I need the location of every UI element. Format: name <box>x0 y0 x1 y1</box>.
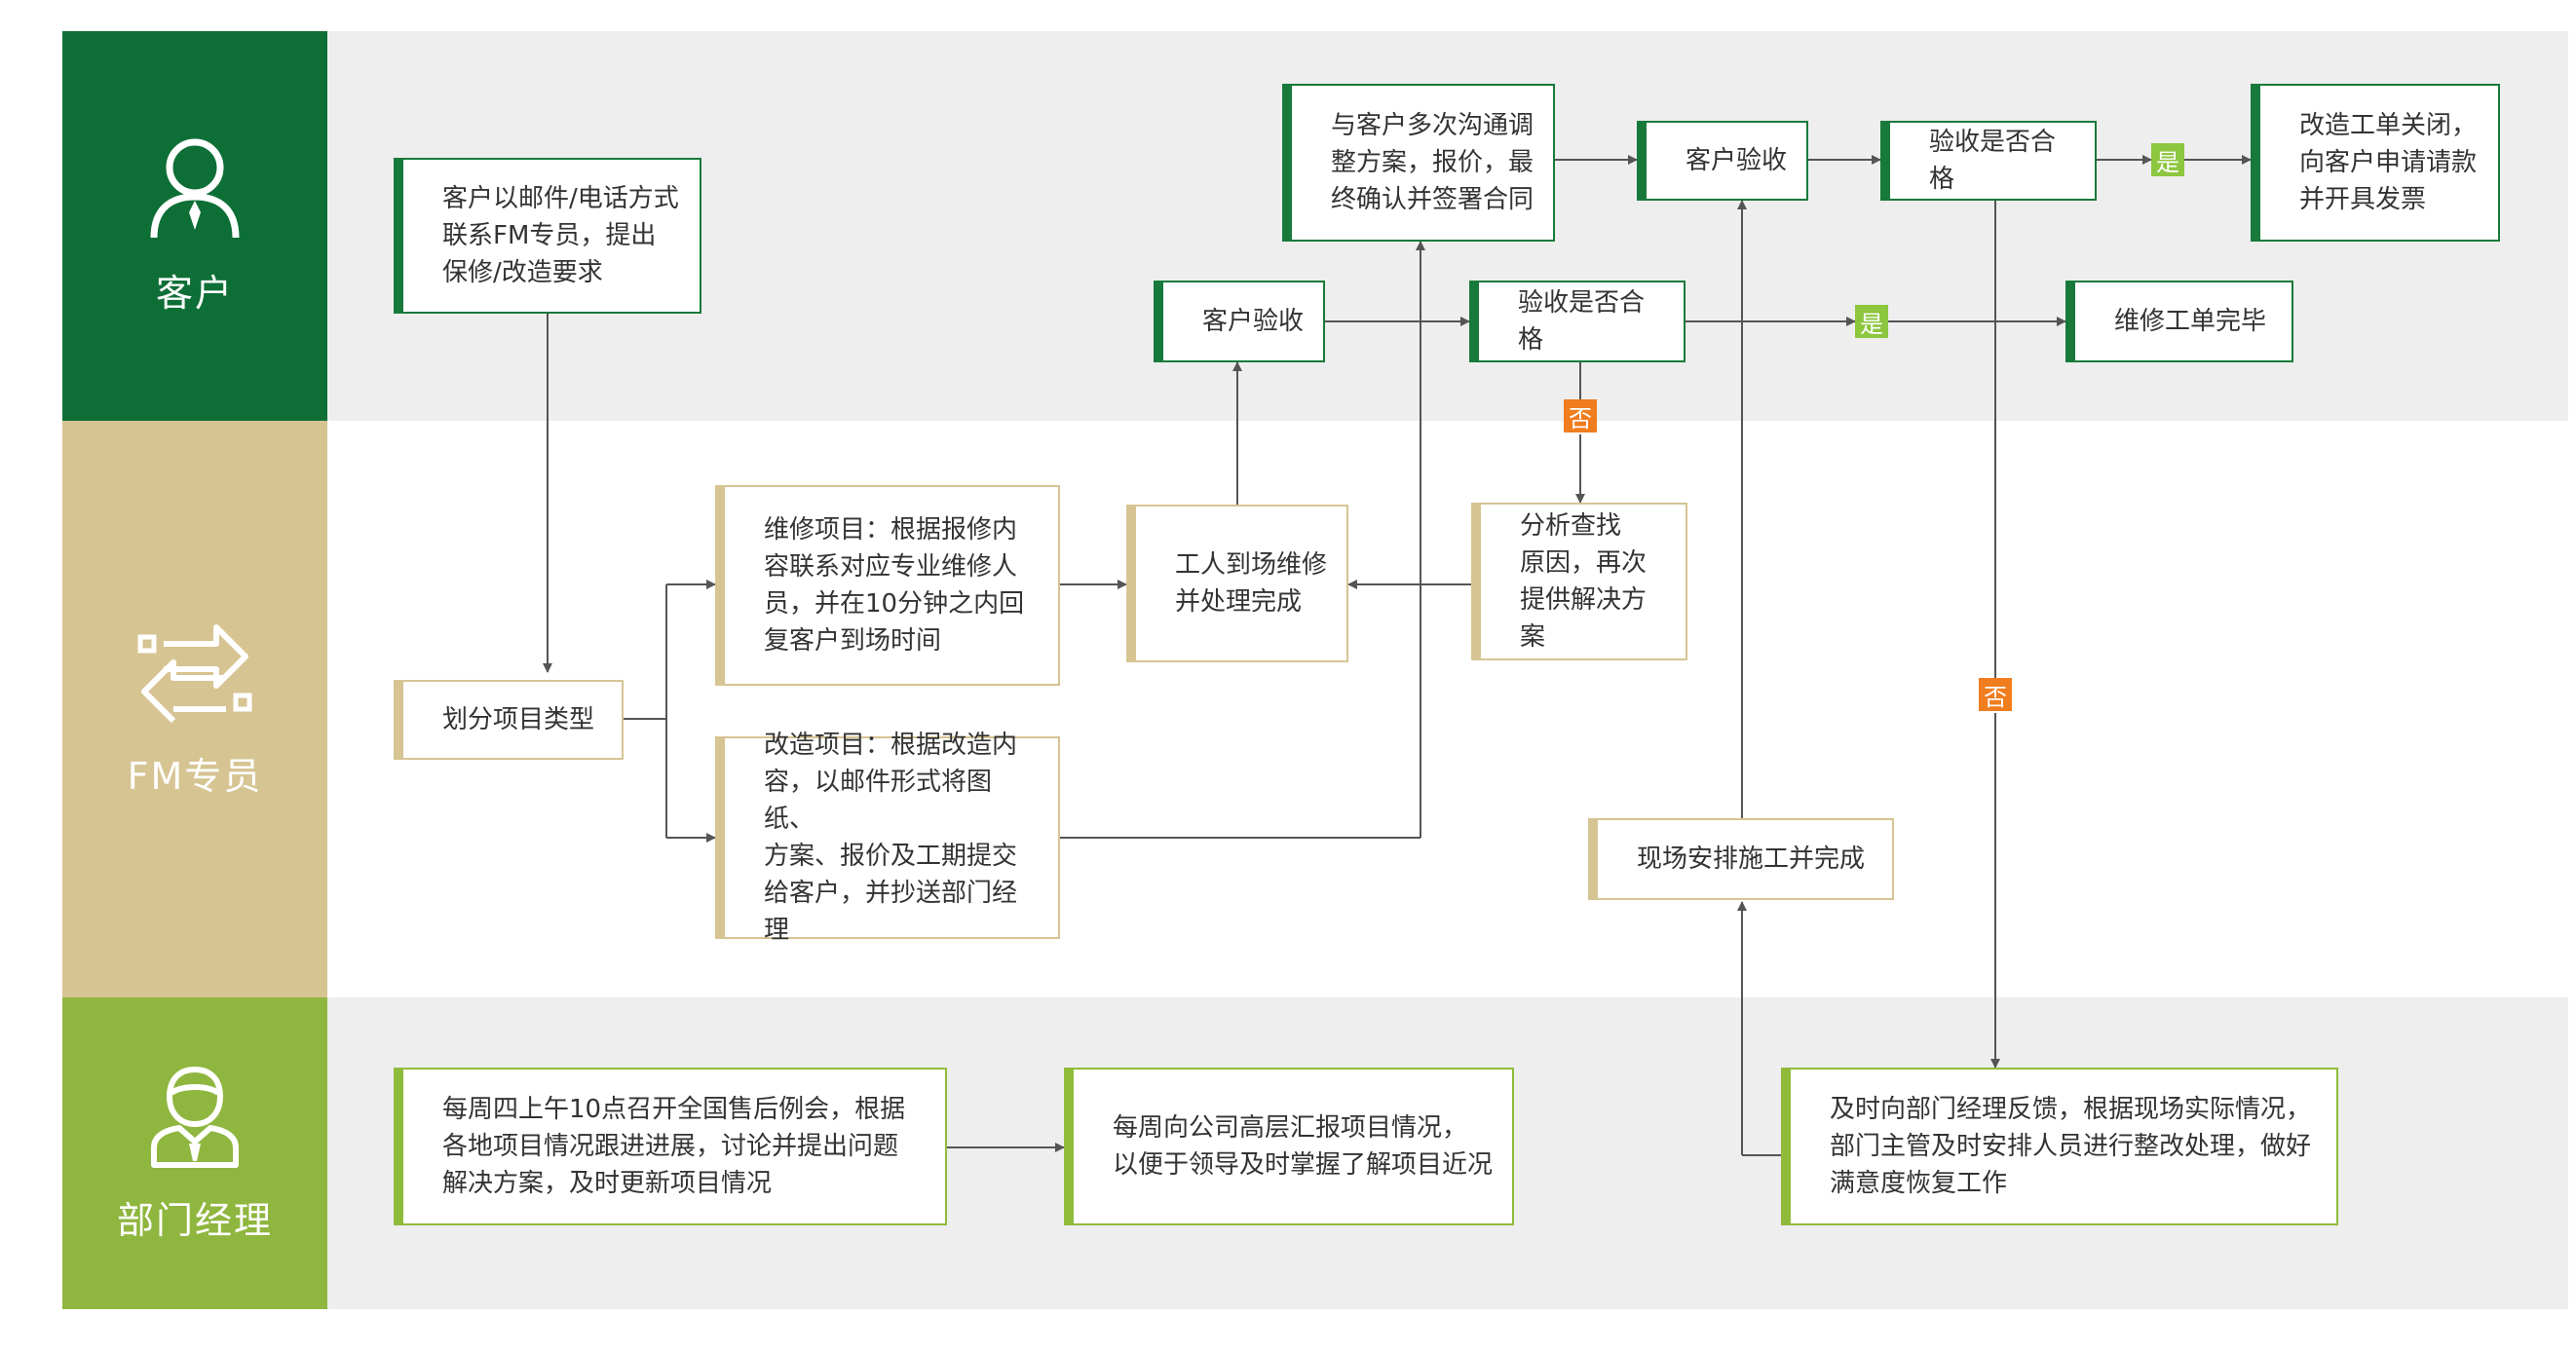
weekly-report-box: 每周向公司高层汇报项目情况， 以便于领导及时掌握了解项目近况 <box>1064 1068 1514 1225</box>
transfer-arrows-icon <box>137 623 252 723</box>
analyze-box: 分析查找 原因，再次 提供解决方案 <box>1471 503 1687 660</box>
negotiate-contract-box: 与客户多次沟通调 整方案，报价，最 终确认并签署合同 <box>1282 84 1555 242</box>
repair-project-box: 维修项目：根据报修内 容联系对应专业维修人 员，并在10分钟之内回 复客户到场时… <box>715 485 1060 686</box>
check-top-box: 验收是否合格 <box>1880 121 2097 201</box>
customer-lane-title: 客户 <box>155 271 234 315</box>
acceptance-repair-box: 客户验收 <box>1154 281 1325 362</box>
customer-request-box: 客户以邮件/电话方式 联系FM专员，提出 保修/改造要求 <box>394 158 701 314</box>
fm-lane-title: FM专员 <box>127 754 263 798</box>
check-repair-box: 验收是否合格 <box>1469 281 1686 362</box>
repair-done-box: 维修工单完毕 <box>2065 281 2293 362</box>
manager-person-icon <box>151 1066 239 1168</box>
weekly-meeting-box: 每周四上午10点召开全国售后例会，根据 各地项目情况跟进进展，讨论并提出问题 解… <box>394 1068 947 1225</box>
renovation-project-box: 改造项目：根据改造内 容，以邮件形式将图纸、 方案、报价及工期提交 给客户，并抄… <box>715 731 1060 945</box>
manager-lane-header: 部门经理 <box>62 997 327 1309</box>
feedback-box: 及时向部门经理反馈，根据现场实际情况， 部门主管及时安排人员进行整改处理，做好 … <box>1781 1068 2338 1225</box>
worker-repair-box: 工人到场维修 并处理完成 <box>1126 505 1348 662</box>
onsite-construction-box: 现场安排施工并完成 <box>1588 818 1894 900</box>
fm-lane-background <box>327 421 2568 997</box>
acceptance-top-box: 客户验收 <box>1637 121 1808 201</box>
fm-lane-header: FM专员 <box>62 421 327 997</box>
customer-person-icon <box>150 138 240 238</box>
no-top-badge: 否 <box>1979 678 2012 711</box>
yes-repair-badge: 是 <box>1855 305 1888 338</box>
classify-box: 划分项目类型 <box>394 680 624 760</box>
yes-top-badge: 是 <box>2151 143 2184 176</box>
manager-lane-title: 部门经理 <box>116 1198 273 1242</box>
no-repair-badge: 否 <box>1564 399 1597 432</box>
close-order-box: 改造工单关闭， 向客户申请请款 并开具发票 <box>2251 84 2500 242</box>
customer-lane-header: 客户 <box>62 31 327 421</box>
